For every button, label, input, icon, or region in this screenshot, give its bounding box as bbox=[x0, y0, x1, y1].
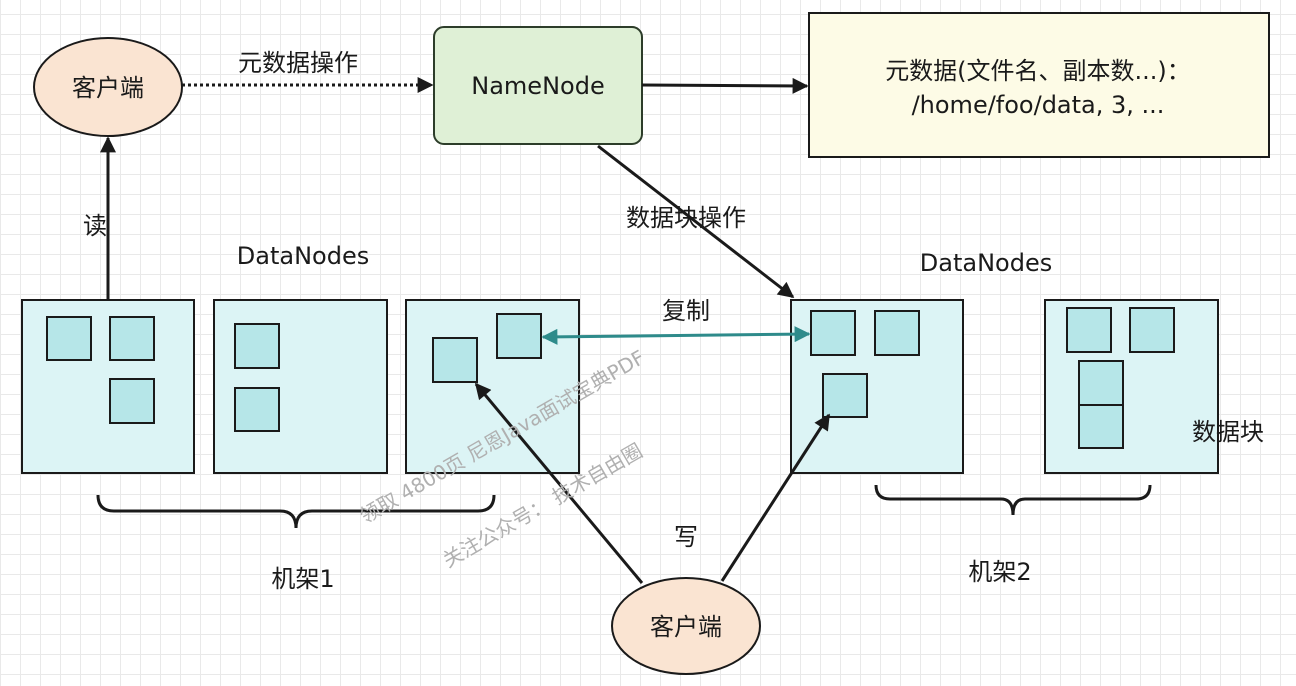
datanodes-right-label: DataNodes bbox=[920, 249, 1052, 277]
rack1-label: 机架1 bbox=[271, 565, 334, 593]
write-label: 写 bbox=[674, 523, 698, 551]
data-block bbox=[46, 316, 92, 361]
namenode-to-metadata-arrow bbox=[641, 77, 809, 94]
data-block bbox=[1078, 360, 1124, 406]
data-block bbox=[1066, 307, 1112, 353]
data-block bbox=[874, 310, 920, 356]
write-arrow-right bbox=[720, 413, 831, 582]
replicate-label: 复制 bbox=[662, 297, 710, 325]
metadata-line-2: /home/foo/data, 3, ... bbox=[912, 91, 1165, 119]
data-block bbox=[822, 373, 868, 418]
block-ops-label: 数据块操作 bbox=[626, 204, 746, 232]
data-block bbox=[234, 323, 280, 369]
data-blocks bbox=[46, 307, 1175, 449]
data-block bbox=[432, 337, 478, 383]
data-blocks-label: 数据块 bbox=[1192, 418, 1264, 446]
rack2-brace bbox=[874, 484, 1152, 516]
metadata-line-1: 元数据(文件名、副本数...)： bbox=[885, 57, 1191, 85]
data-block bbox=[234, 387, 280, 432]
data-block bbox=[810, 310, 856, 356]
rack2-label: 机架2 bbox=[968, 558, 1031, 586]
client-top-node bbox=[33, 37, 183, 137]
metadata-ops-label: 元数据操作 bbox=[238, 49, 358, 77]
client-bottom-node bbox=[611, 577, 761, 675]
datanodes-left-label: DataNodes bbox=[237, 242, 369, 270]
replicate-arrow bbox=[541, 326, 811, 345]
client-top-label: 客户端 bbox=[72, 74, 144, 102]
data-block bbox=[496, 313, 542, 359]
data-block bbox=[1078, 404, 1124, 449]
data-block bbox=[109, 378, 155, 424]
rack1-brace bbox=[96, 494, 496, 529]
read-label: 读 bbox=[83, 212, 107, 240]
client-bottom-label: 客户端 bbox=[650, 613, 722, 641]
data-block bbox=[109, 316, 155, 361]
metadata-box bbox=[808, 12, 1270, 158]
block-ops-arrow bbox=[597, 144, 795, 299]
namenode-label: NameNode bbox=[471, 72, 604, 100]
write-arrow-left bbox=[474, 382, 644, 584]
data-block bbox=[1129, 307, 1175, 353]
